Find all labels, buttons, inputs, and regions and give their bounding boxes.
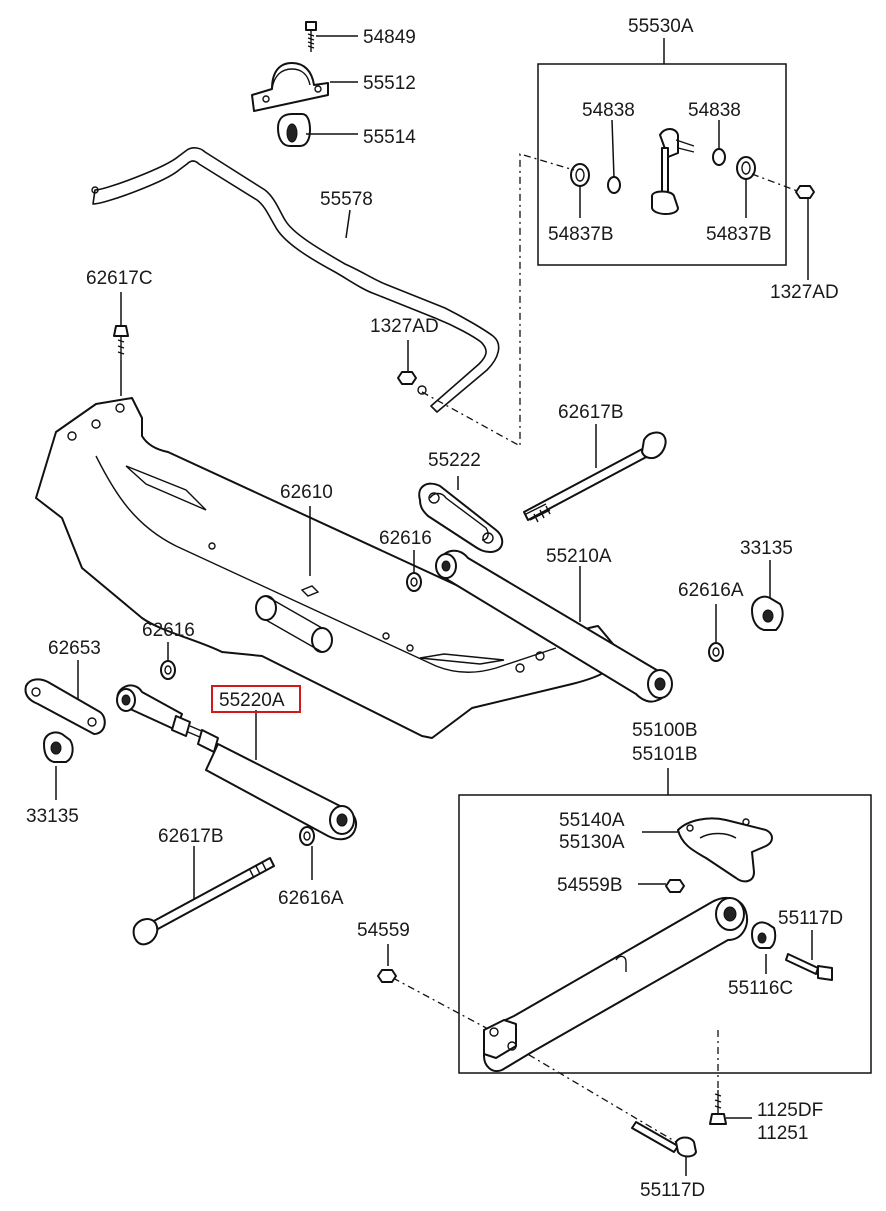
bushing-55116C-part (751, 921, 777, 949)
nut-54559B-part (665, 879, 685, 893)
bolt-1125DF-part (709, 1090, 727, 1125)
label-55220A: 55220A (219, 690, 285, 711)
control-arm-55220A-part (116, 684, 358, 841)
label-55140A: 55140A (559, 810, 625, 831)
bolt-62617C-part (113, 325, 129, 360)
assembly-line-54559 (392, 977, 491, 1031)
label-54837B-right: 54837B (706, 224, 772, 245)
label-54849: 54849 (363, 27, 416, 48)
label-62653: 62653 (48, 638, 101, 659)
label-55117D-bottom: 55117D (640, 1180, 705, 1201)
mount-bracket-55140A-part (677, 817, 773, 883)
clamp-bracket-55512-part (251, 62, 329, 112)
label-55530A: 55530A (628, 16, 694, 37)
trailing-arm-55100B-part (483, 896, 748, 1072)
part-number-labels: 54849 55512 55514 55578 55530A 54838 548… (26, 16, 843, 1201)
washer-62616-center-part (406, 572, 422, 592)
nut-54559-part (377, 969, 397, 983)
bolt-55117D-right-part (785, 953, 833, 981)
stabilizer-link-kit-box (537, 63, 787, 266)
label-62616A-right: 62616A (678, 580, 744, 601)
nut-1327AD-center-part (397, 371, 417, 385)
label-62617C: 62617C (86, 268, 153, 289)
label-55100B: 55100B (632, 720, 698, 741)
bolt-62617B-top-part (523, 431, 667, 523)
label-54837B-left: 54837B (548, 224, 614, 245)
label-55514: 55514 (363, 127, 416, 148)
label-54838-right: 54838 (688, 100, 741, 121)
bushing-33135-right-part (751, 595, 784, 631)
nut-1327AD-right-part (795, 185, 815, 199)
label-33135-left: 33135 (26, 806, 79, 827)
bushing-55514-part (277, 113, 311, 147)
stabilizer-link-kit-parts (570, 128, 756, 215)
label-55578: 55578 (320, 189, 373, 210)
leader-lines (55, 35, 813, 1176)
label-54559B: 54559B (557, 875, 623, 896)
assembly-line-link (421, 153, 575, 448)
washer-62616-left-part (160, 660, 176, 680)
label-62617B-bottom: 62617B (158, 826, 224, 847)
label-54559: 54559 (357, 920, 410, 941)
label-11251: 11251 (757, 1123, 808, 1144)
label-55222: 55222 (428, 450, 481, 471)
label-55210A: 55210A (546, 546, 612, 567)
label-1125DF: 1125DF (757, 1100, 823, 1121)
label-33135-right: 33135 (740, 538, 793, 559)
trailing-arm-assembly-box (458, 794, 872, 1074)
label-55116C: 55116C (728, 978, 793, 999)
label-55101B: 55101B (632, 744, 698, 765)
label-62616-center: 62616 (379, 528, 432, 549)
stabilizer-bar-55578-part (91, 147, 500, 413)
label-62610: 62610 (280, 482, 333, 503)
link-plate-62653-part (24, 678, 106, 735)
assembly-line-55117D (513, 1045, 677, 1143)
washer-62616A-bottom-part (299, 826, 315, 846)
bolt-55117D-bottom-part (631, 1121, 697, 1158)
label-54838-left: 54838 (582, 100, 635, 121)
washer-62616A-right-part (708, 642, 724, 662)
label-55130A: 55130A (559, 832, 625, 853)
label-62616A-bottom: 62616A (278, 888, 344, 909)
control-arm-55210A-part (435, 549, 673, 703)
label-62617B-top: 62617B (558, 402, 624, 423)
label-62616-left: 62616 (142, 620, 195, 641)
label-55512: 55512 (363, 73, 416, 94)
label-1327AD-center: 1327AD (370, 316, 439, 337)
label-1327AD-right: 1327AD (770, 282, 839, 303)
label-55117D-right: 55117D (778, 908, 843, 929)
bolt-54849-part (305, 21, 317, 52)
bolt-62617B-bottom-part (132, 857, 275, 946)
assembly-line-link-nut (751, 173, 801, 193)
highlight-box-55220A (211, 685, 301, 713)
link-plate-55222-part (418, 482, 504, 553)
bushing-33135-left-part (43, 731, 74, 763)
